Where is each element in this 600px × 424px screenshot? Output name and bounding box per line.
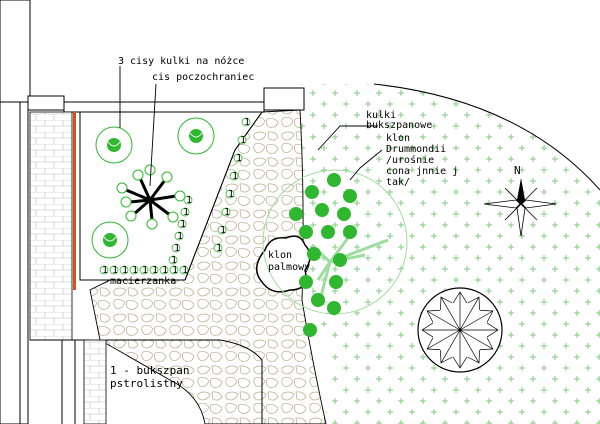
boxwood-marker: 1 <box>177 219 187 230</box>
boxwood-marker: 1 <box>149 265 159 276</box>
legend-2: pstrolistny <box>110 377 183 390</box>
label-klon-1: klon <box>386 133 410 144</box>
boxwood-marker: 1 <box>183 195 193 206</box>
label-cis-poczochraniec: cis poczochraniec <box>152 72 254 83</box>
label-macierzanka: macierzanka <box>110 276 176 287</box>
stone-path <box>89 109 327 424</box>
boxwood-marker: 1 <box>213 243 223 254</box>
building-walls <box>0 0 305 424</box>
yew-ball <box>95 126 133 164</box>
boxwood-ball <box>343 225 357 239</box>
boxwood-ball <box>337 207 351 221</box>
yew-ball <box>177 117 215 155</box>
boxwood-marker: 1 <box>174 231 184 242</box>
boxwood-marker: 1 <box>241 117 251 128</box>
boxwood-marker: 1 <box>225 189 235 200</box>
svg-text:1: 1 <box>183 207 189 218</box>
yew-balls <box>91 117 215 259</box>
boxwood-marker: 1 <box>217 225 227 236</box>
boxwood-marker: 1 <box>171 243 181 254</box>
svg-text:1: 1 <box>152 265 158 276</box>
svg-text:1: 1 <box>180 219 186 230</box>
svg-text:1: 1 <box>220 225 226 236</box>
boxwood-marker: 1 <box>109 265 119 276</box>
boxwood-marker: 1 <box>180 207 190 218</box>
boxwood-marker: 1 <box>168 255 178 266</box>
tree <box>417 287 503 373</box>
boxwood-ball <box>327 301 341 315</box>
svg-text:1: 1 <box>102 265 108 276</box>
svg-text:1: 1 <box>228 189 234 200</box>
label-klon-5: tak/ <box>386 177 410 188</box>
boxwood-ball <box>307 247 321 261</box>
yew-ball <box>91 221 129 259</box>
boxwood-ball <box>311 293 325 307</box>
boxwood-ball <box>289 207 303 221</box>
svg-text:1: 1 <box>224 207 230 218</box>
svg-text:1: 1 <box>122 265 128 276</box>
lawn-edge <box>373 83 600 191</box>
boxwood-marker: 1 <box>159 265 169 276</box>
boxwood-ball <box>299 225 313 239</box>
svg-text:1: 1 <box>216 243 222 254</box>
boxwood-marker: 1 <box>229 171 239 182</box>
boxwood-marker: 1 <box>119 265 129 276</box>
svg-text:1: 1 <box>112 265 118 276</box>
boxwood-marker: 1 <box>169 265 179 276</box>
boxwood-marker: 1 <box>179 265 189 276</box>
svg-text:1: 1 <box>240 135 246 146</box>
palm-maple-shape <box>256 235 311 293</box>
boxwood-balls <box>289 173 357 337</box>
svg-text:1: 1 <box>236 153 242 164</box>
svg-text:1: 1 <box>232 171 238 182</box>
brick-edging <box>73 112 76 290</box>
label-klon-4: cona jnnie j <box>386 166 458 177</box>
label-klon-palmowy-2: palmowy <box>268 262 310 273</box>
boxwood-marker: 1 <box>139 265 149 276</box>
label-klon-3: /urośnie <box>386 154 434 166</box>
svg-text:1: 1 <box>174 243 180 254</box>
svg-text:1: 1 <box>186 195 192 206</box>
boxwood-ball <box>327 173 341 187</box>
lawn-area <box>300 84 600 424</box>
labels: 3 cisy kulki na nóżce cis poczochraniec … <box>110 55 458 390</box>
compass-n: N <box>514 164 521 177</box>
boxwood-marker: 1 <box>237 135 247 146</box>
svg-text:1: 1 <box>182 265 188 276</box>
terrace-paving <box>29 111 73 341</box>
label-kulki-1: kulki <box>366 110 396 121</box>
legend-1: 1 - bukszpan <box>110 364 189 377</box>
boxwood-ball <box>343 189 357 203</box>
flower-bed <box>79 111 263 281</box>
boxwood-ball <box>321 225 335 239</box>
boxwood-ball <box>305 185 319 199</box>
label-cisy: 3 cisy kulki na nóżce <box>118 55 244 67</box>
maple-branches <box>310 237 389 301</box>
boxwood-marker: 1 <box>99 265 109 276</box>
svg-text:1: 1 <box>142 265 148 276</box>
boxwood-ball <box>333 253 347 267</box>
steps <box>83 339 107 424</box>
compass-rose: N <box>483 164 557 237</box>
boxwood-ball <box>315 203 329 217</box>
svg-text:1: 1 <box>162 265 168 276</box>
boxwood-ball <box>329 275 343 289</box>
svg-text:1: 1 <box>171 255 177 266</box>
svg-text:1: 1 <box>177 231 183 242</box>
boxwood-marker: 1 <box>221 207 231 218</box>
boxwood-ball <box>299 275 313 289</box>
label-kulki-2: bukszpanowe <box>366 120 432 131</box>
svg-text:1: 1 <box>172 265 178 276</box>
svg-text:1: 1 <box>244 117 250 128</box>
shaggy-yew <box>116 164 186 230</box>
boxwood-ball <box>303 323 317 337</box>
svg-text:1: 1 <box>132 265 138 276</box>
leader-lines <box>119 66 383 187</box>
label-klon-2: Drummondii <box>386 144 446 155</box>
boxwood-marker: 1 <box>233 153 243 164</box>
label-klon-palmowy-1: klon <box>268 250 292 261</box>
boxwood-marker: 1 <box>129 265 139 276</box>
